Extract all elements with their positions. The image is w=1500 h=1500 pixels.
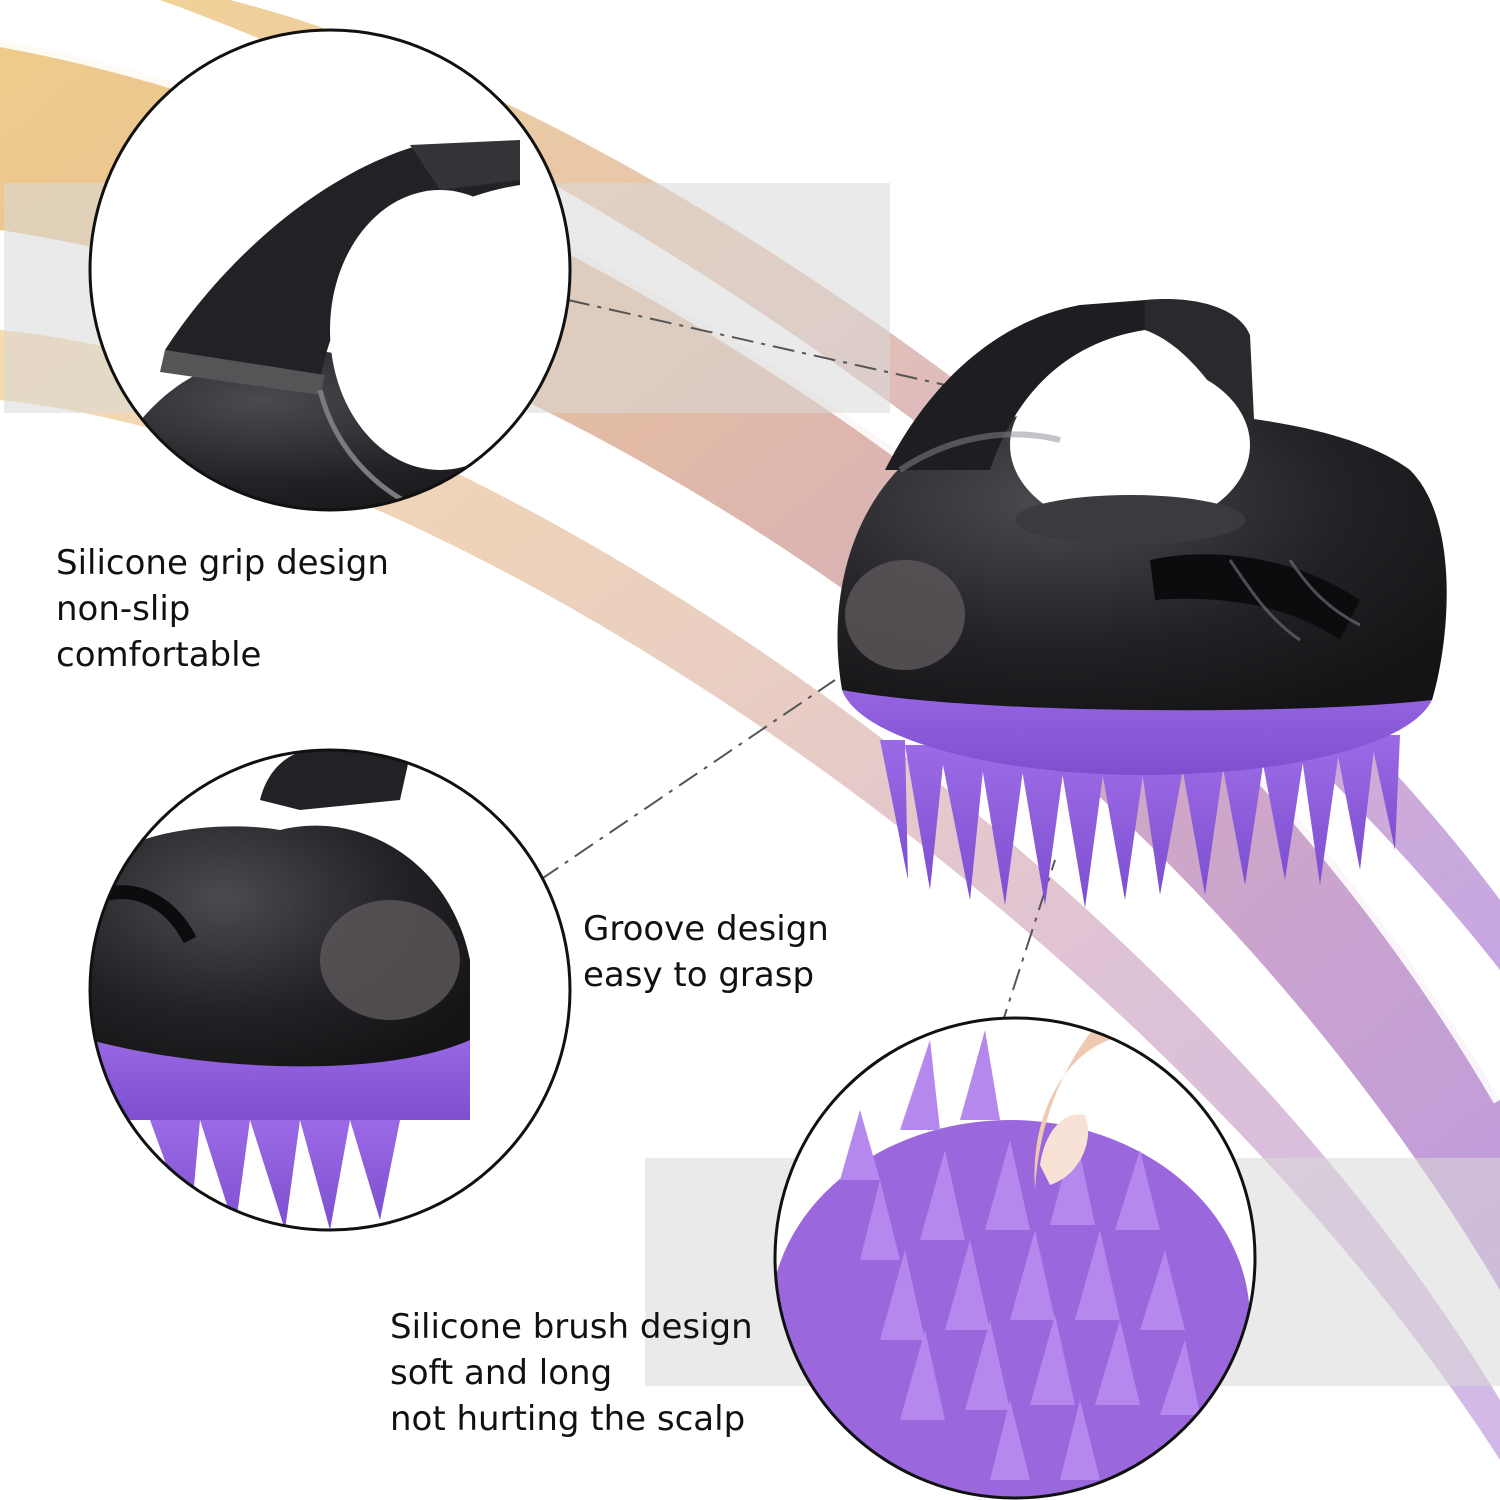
caption-line: non-slip bbox=[56, 589, 191, 629]
caption-line: Silicone brush design bbox=[390, 1307, 753, 1347]
caption-line: Groove design bbox=[583, 909, 829, 949]
bristle-detail-circle bbox=[773, 1016, 1257, 1500]
caption-brush-design: Silicone brush design soft and long not … bbox=[390, 1304, 753, 1442]
caption-grip-design: Silicone grip design non-slip comfortabl… bbox=[56, 540, 389, 678]
caption-groove-design: Groove design easy to grasp bbox=[583, 906, 829, 998]
leader-lines bbox=[539, 299, 1056, 1031]
caption-line: soft and long bbox=[390, 1353, 613, 1393]
caption-line: Silicone grip design bbox=[56, 543, 389, 583]
caption-line: not hurting the scalp bbox=[390, 1399, 746, 1439]
grip-detail-circle bbox=[88, 28, 572, 512]
caption-line: easy to grasp bbox=[583, 955, 815, 995]
caption-line: comfortable bbox=[56, 635, 262, 675]
groove-detail-circle bbox=[88, 748, 572, 1232]
scalp-brush-product bbox=[837, 299, 1447, 908]
